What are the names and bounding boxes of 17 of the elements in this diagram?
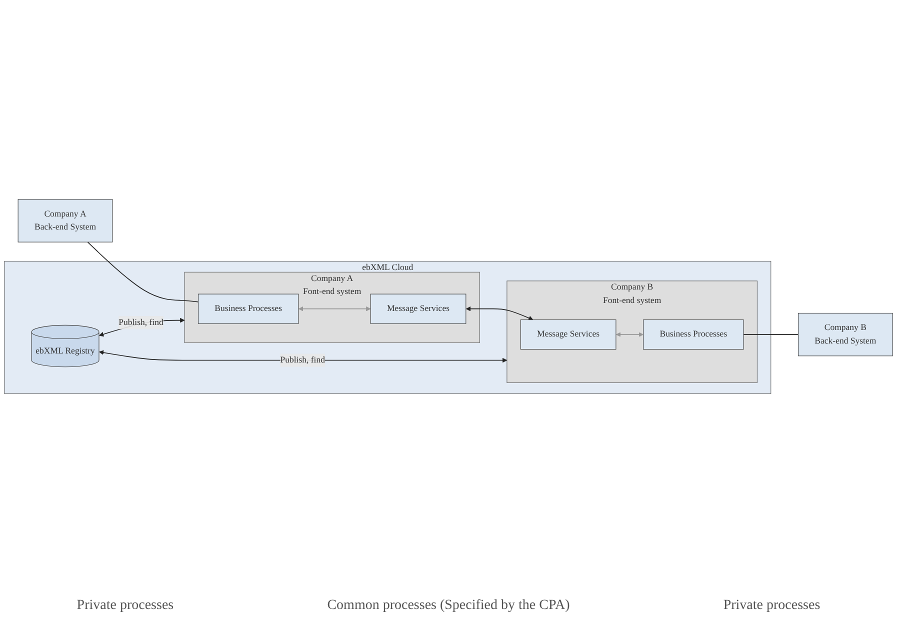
node-box: Business Processes	[643, 320, 744, 350]
node-box: Message Services	[520, 320, 616, 350]
node-box: Company A Back-end System	[18, 200, 113, 243]
node-box: Company B Back-end System	[798, 313, 893, 357]
arrow	[298, 306, 371, 312]
arrow	[98, 350, 508, 364]
arrow	[616, 332, 644, 338]
node-box: Message Services	[370, 294, 466, 324]
process-scope-label: Common processes (Specified by the CPA)	[327, 598, 570, 614]
process-scope-label: Private processes	[76, 598, 174, 614]
edge-label: Publish, find	[280, 356, 325, 366]
connector	[743, 334, 799, 336]
connector	[87, 242, 199, 303]
edge-label: Publish, find	[118, 318, 164, 328]
arrow	[466, 306, 534, 321]
node-box: Business Processes	[198, 294, 299, 324]
process-scope-label: Private processes	[723, 598, 820, 614]
